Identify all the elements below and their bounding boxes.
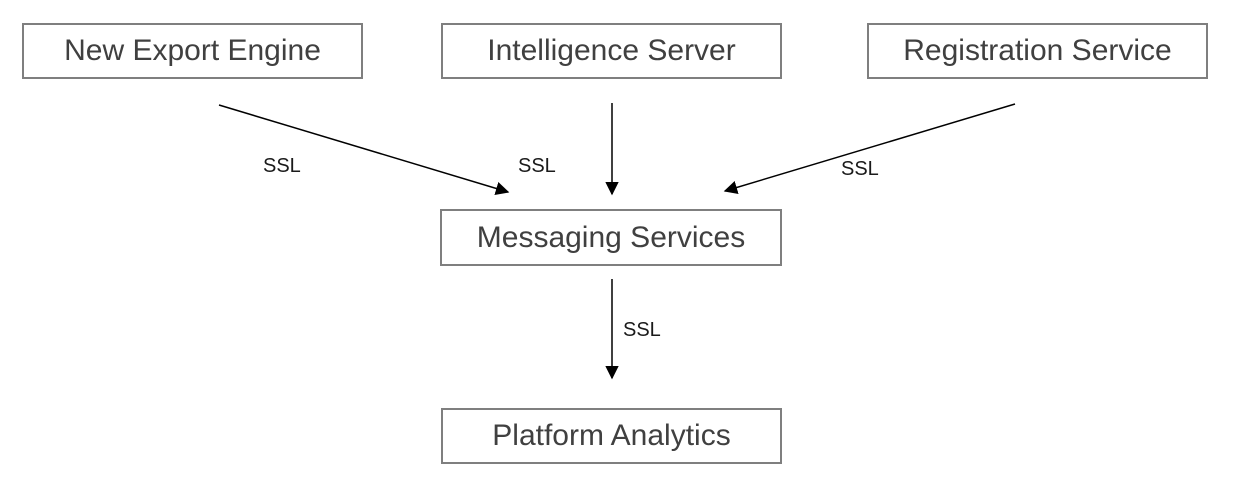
node-intelligence-server: Intelligence Server [441,23,782,79]
node-messaging-services: Messaging Services [440,209,782,266]
edge-label-ssl-intelligence-server: SSL [518,155,556,177]
node-registration-service: Registration Service [867,23,1208,79]
node-platform-analytics: Platform Analytics [441,408,782,464]
arrow-new-export-engine-to-messaging-services [218,104,510,195]
node-new-export-engine: New Export Engine [22,23,363,79]
edge-label-ssl-platform-analytics: SSL [623,319,661,341]
edge-label-ssl-new-export-engine: SSL [263,155,301,177]
edge-label-ssl-registration-service: SSL [841,158,879,180]
